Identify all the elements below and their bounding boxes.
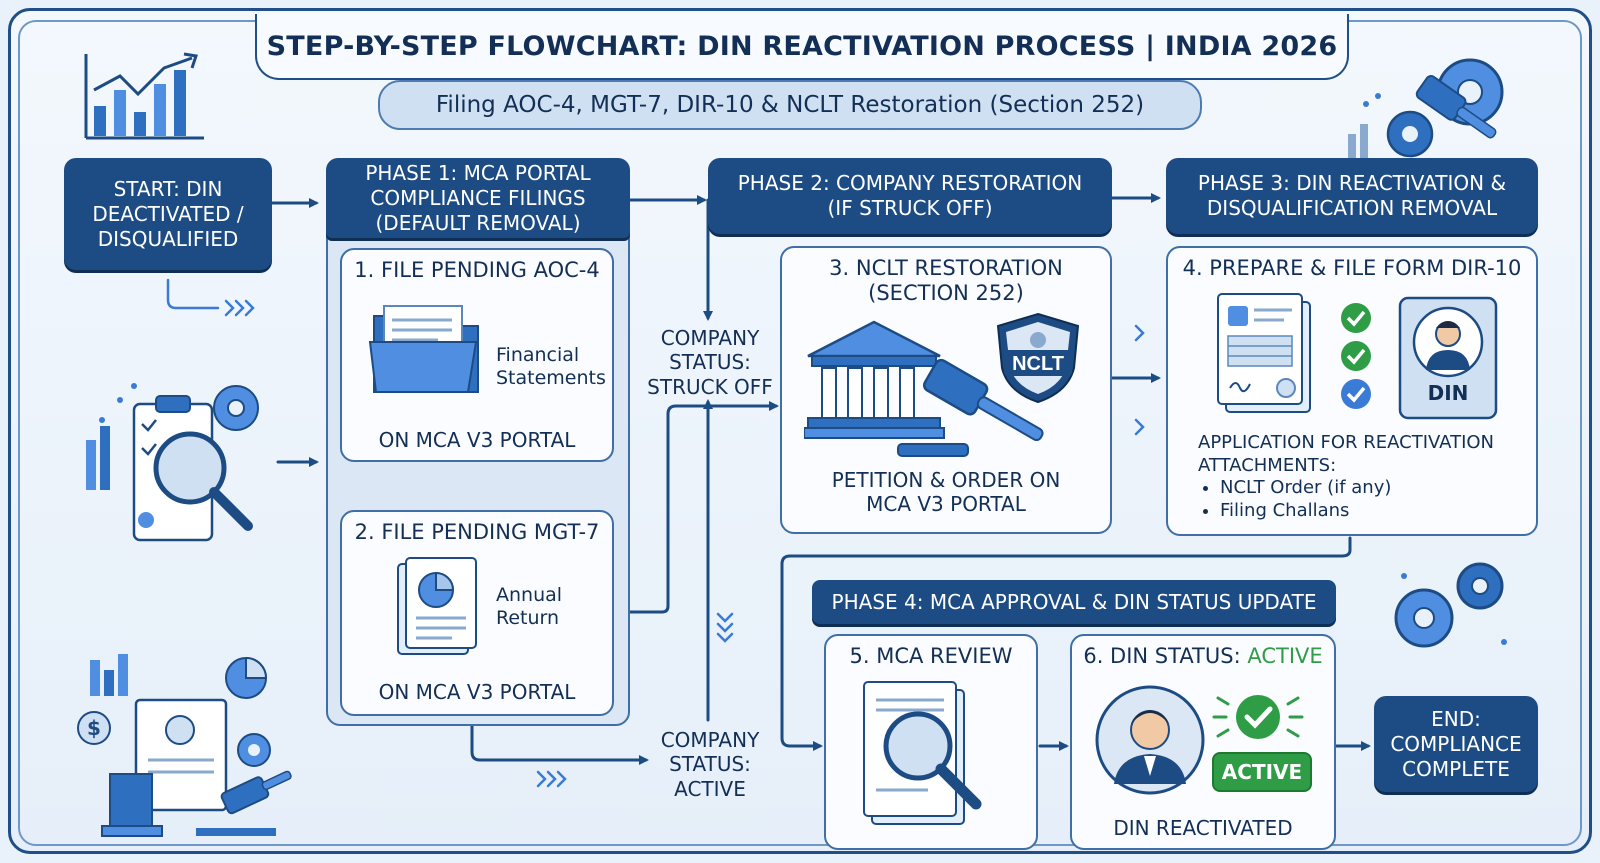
chevrons-down-decor xyxy=(716,612,734,643)
svg-text:$: $ xyxy=(87,716,101,740)
gear-gavel-icon xyxy=(1348,58,1504,158)
attachments-list: NCLT Order (if any) Filing Challans xyxy=(1198,477,1494,522)
aoc4-doc-label-text: Financial Statements xyxy=(496,344,606,390)
gavel-icon xyxy=(897,358,1044,457)
step6-title-prefix: 6. DIN STATUS: xyxy=(1083,644,1248,668)
attachment-item: Filing Challans xyxy=(1220,500,1494,523)
phase4-title: PHASE 4: MCA APPROVAL & DIN STATUS UPDAT… xyxy=(831,589,1317,614)
active-status-badge: ACTIVE xyxy=(1212,752,1312,792)
dir10-attach-heading: ATTACHMENTS: xyxy=(1198,454,1337,476)
mgt7-doc-label: Annual Return xyxy=(496,584,563,630)
chart-icon xyxy=(84,52,204,140)
folder-icon xyxy=(368,305,479,393)
din-badge-text: DIN xyxy=(1428,381,1469,405)
step3-title: 3. NCLT RESTORATION (SECTION 252) xyxy=(829,256,1063,306)
step6-title-status: ACTIVE xyxy=(1247,644,1323,668)
step3-footer: PETITION & ORDER ON MCA V3 PORTAL xyxy=(831,468,1061,516)
nclt-badge-text: NCLT xyxy=(1012,353,1064,375)
din-card-icon: DIN xyxy=(1398,296,1498,420)
step6-footer: DIN REACTIVATED xyxy=(1113,816,1293,840)
step5-title: 5. MCA REVIEW xyxy=(849,644,1013,668)
step6-title: 6. DIN STATUS: ACTIVE xyxy=(1070,644,1336,669)
dir10-app-heading: APPLICATION FOR REACTIVATION xyxy=(1198,432,1495,453)
phase1-header: PHASE 1: MCA PORTAL COMPLIANCE FILINGS (… xyxy=(326,158,630,238)
arrow-to-status-active xyxy=(470,724,649,765)
start-box: START: DIN DEACTIVATED / DISQUALIFIED xyxy=(64,158,272,270)
magnifier-document-icon xyxy=(863,681,982,825)
page-subtitle: Filing AOC-4, MGT-7, DIR-10 & NCLT Resto… xyxy=(378,80,1202,130)
end-box: END: COMPLIANCE COMPLETE xyxy=(1374,696,1538,792)
status-struck-off: COMPANY STATUS: STRUCK OFF xyxy=(647,326,773,399)
chevrons-start-decor xyxy=(224,299,255,317)
person-avatar-icon xyxy=(1095,685,1205,795)
active-check-icon xyxy=(1212,695,1304,739)
chevrons-bottom-decor xyxy=(536,770,567,788)
step4-title: 4. PREPARE & FILE FORM DIR-10 xyxy=(1182,256,1522,280)
arrow-start-down-decor xyxy=(166,278,220,310)
phase4-header: PHASE 4: MCA APPROVAL & DIN STATUS UPDAT… xyxy=(812,580,1336,624)
gears-icon xyxy=(1394,562,1507,648)
phase1-title: PHASE 1: MCA PORTAL COMPLIANCE FILINGS (… xyxy=(365,160,591,235)
dollar-document-icon: $ xyxy=(77,654,292,837)
start-label: START: DIN DEACTIVATED / DISQUALIFIED xyxy=(92,176,244,251)
courthouse-icon xyxy=(804,320,945,439)
step1-footer: ON MCA V3 PORTAL xyxy=(378,428,576,452)
page-title: STEP-BY-STEP FLOWCHART: DIN REACTIVATION… xyxy=(255,14,1349,80)
aoc4-doc-label: Financial Statements xyxy=(496,344,612,390)
checkmark-icon xyxy=(1341,303,1371,409)
nclt-shield-icon: NCLT xyxy=(996,312,1080,404)
phase2-header: PHASE 2: COMPANY RESTORATION (IF STRUCK … xyxy=(708,158,1112,234)
chevron-decor-1 xyxy=(1134,324,1145,342)
document-chart-icon xyxy=(397,557,477,655)
step2-title: 2. FILE PENDING MGT-7 xyxy=(354,520,600,544)
arrow-dir10-to-review xyxy=(780,536,1352,751)
step1-title: 1. FILE PENDING AOC-4 xyxy=(354,258,600,282)
arrow-mgt7-to-nclt xyxy=(626,401,779,614)
chevron-decor-2 xyxy=(1134,418,1145,436)
dir10-details: APPLICATION FOR REACTIVATION ATTACHMENTS… xyxy=(1198,432,1494,522)
end-label: END: COMPLIANCE COMPLETE xyxy=(1390,706,1522,781)
attachment-item: NCLT Order (if any) xyxy=(1220,477,1494,500)
step2-footer: ON MCA V3 PORTAL xyxy=(378,680,576,704)
status-active: COMPANY STATUS: ACTIVE xyxy=(660,728,760,801)
clipboard-magnifier-icon xyxy=(86,383,259,542)
phase2-title: PHASE 2: COMPANY RESTORATION (IF STRUCK … xyxy=(737,171,1083,220)
phase3-title: PHASE 3: DIN REACTIVATION & DISQUALIFICA… xyxy=(1197,171,1507,220)
form-document-icon xyxy=(1217,293,1311,413)
phase3-header: PHASE 3: DIN REACTIVATION & DISQUALIFICA… xyxy=(1166,158,1538,234)
